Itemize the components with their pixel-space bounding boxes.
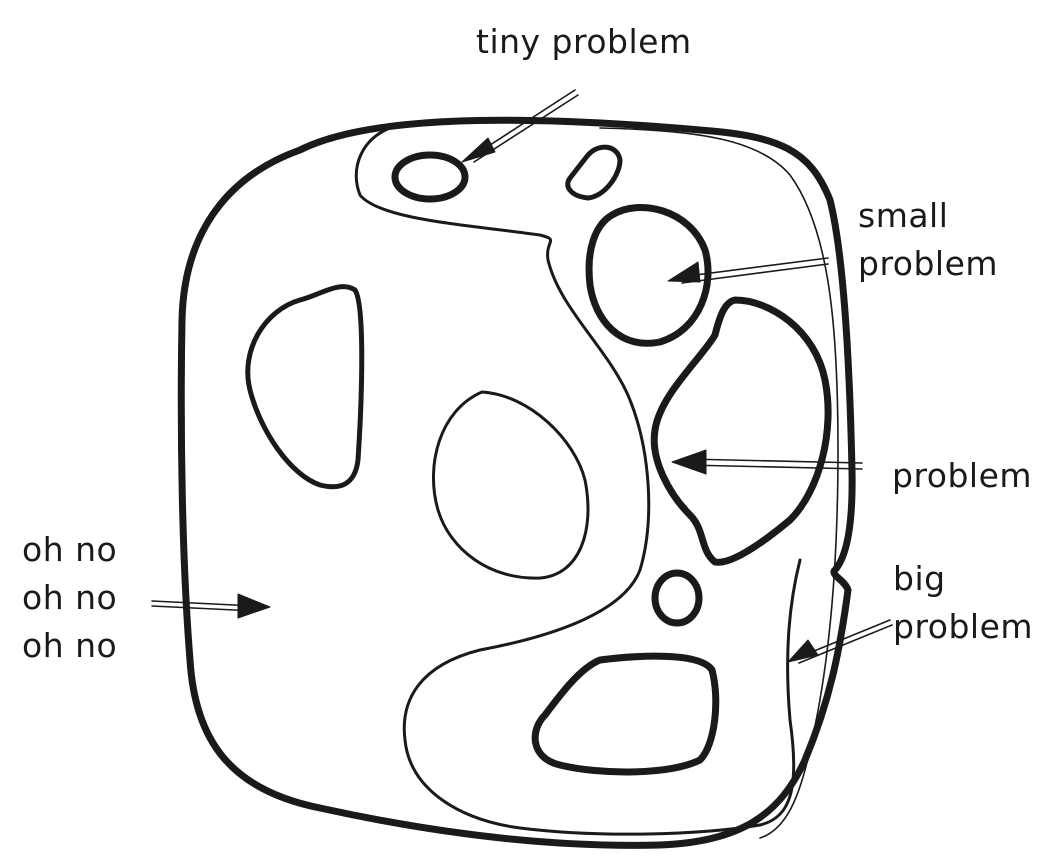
label-big-problem: big problem: [893, 559, 1034, 646]
label-small-problem: small problem: [858, 196, 999, 283]
small-round-hole-shape: [651, 569, 703, 627]
bottom-hole-shape: [531, 652, 720, 776]
arrow-small: [667, 257, 829, 284]
thin-outer-outline-shape: [599, 127, 839, 839]
outer-blob-shape: [177, 116, 856, 849]
left-hole-shape: [245, 284, 365, 490]
center-hole-shape: [431, 390, 590, 580]
arrow-problem: [671, 449, 863, 475]
inner-channel-shape: [354, 126, 802, 836]
small-square-hole-shape: [565, 144, 623, 201]
arrow-tiny: [461, 89, 579, 163]
label-oh-no: oh no oh no oh no: [22, 530, 118, 665]
arrow-ohno: [151, 593, 271, 619]
label-tiny-problem: tiny problem: [476, 22, 692, 61]
tiny-hole-shape: [391, 151, 469, 203]
problem-hole-shape: [650, 296, 832, 566]
label-problem: problem: [892, 456, 1033, 495]
small-problem-hole-shape: [585, 204, 712, 347]
arrow-big: [787, 619, 893, 664]
